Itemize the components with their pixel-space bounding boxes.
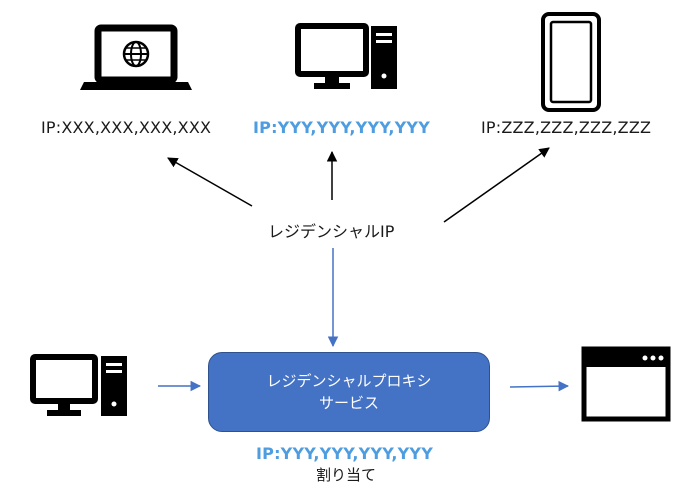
assigned-ip-label: IP:YYY,YYY,YYY,YYY [256,444,433,463]
arrow-service-to-browser [509,380,570,392]
desktop-computer-icon [295,23,397,89]
laptop-globe-icon [80,24,192,90]
arrow-to-laptop [167,157,253,207]
residential-proxy-service-box: レジデンシャルプロキシ サービス [208,352,490,432]
residential-ip-label: レジデンシャルIP [268,222,395,241]
arrow-to-smartphone [443,147,550,223]
service-title-line2: サービス [318,394,379,412]
browser-window-icon [581,346,671,422]
smartphone-icon [541,12,601,112]
service-title-line1: レジデンシャルプロキシ [266,372,432,390]
laptop-ip-label: IP:XXX,XXX,XXX,XXX [41,118,212,137]
assigned-caption: 割り当て [316,466,377,484]
source-desktop-computer-icon [30,354,127,416]
desktop-ip-label: IP:YYY,YYY,YYY,YYY [253,118,430,137]
smartphone-ip-label: IP:ZZZ,ZZZ,ZZZ,ZZZ [481,118,652,137]
